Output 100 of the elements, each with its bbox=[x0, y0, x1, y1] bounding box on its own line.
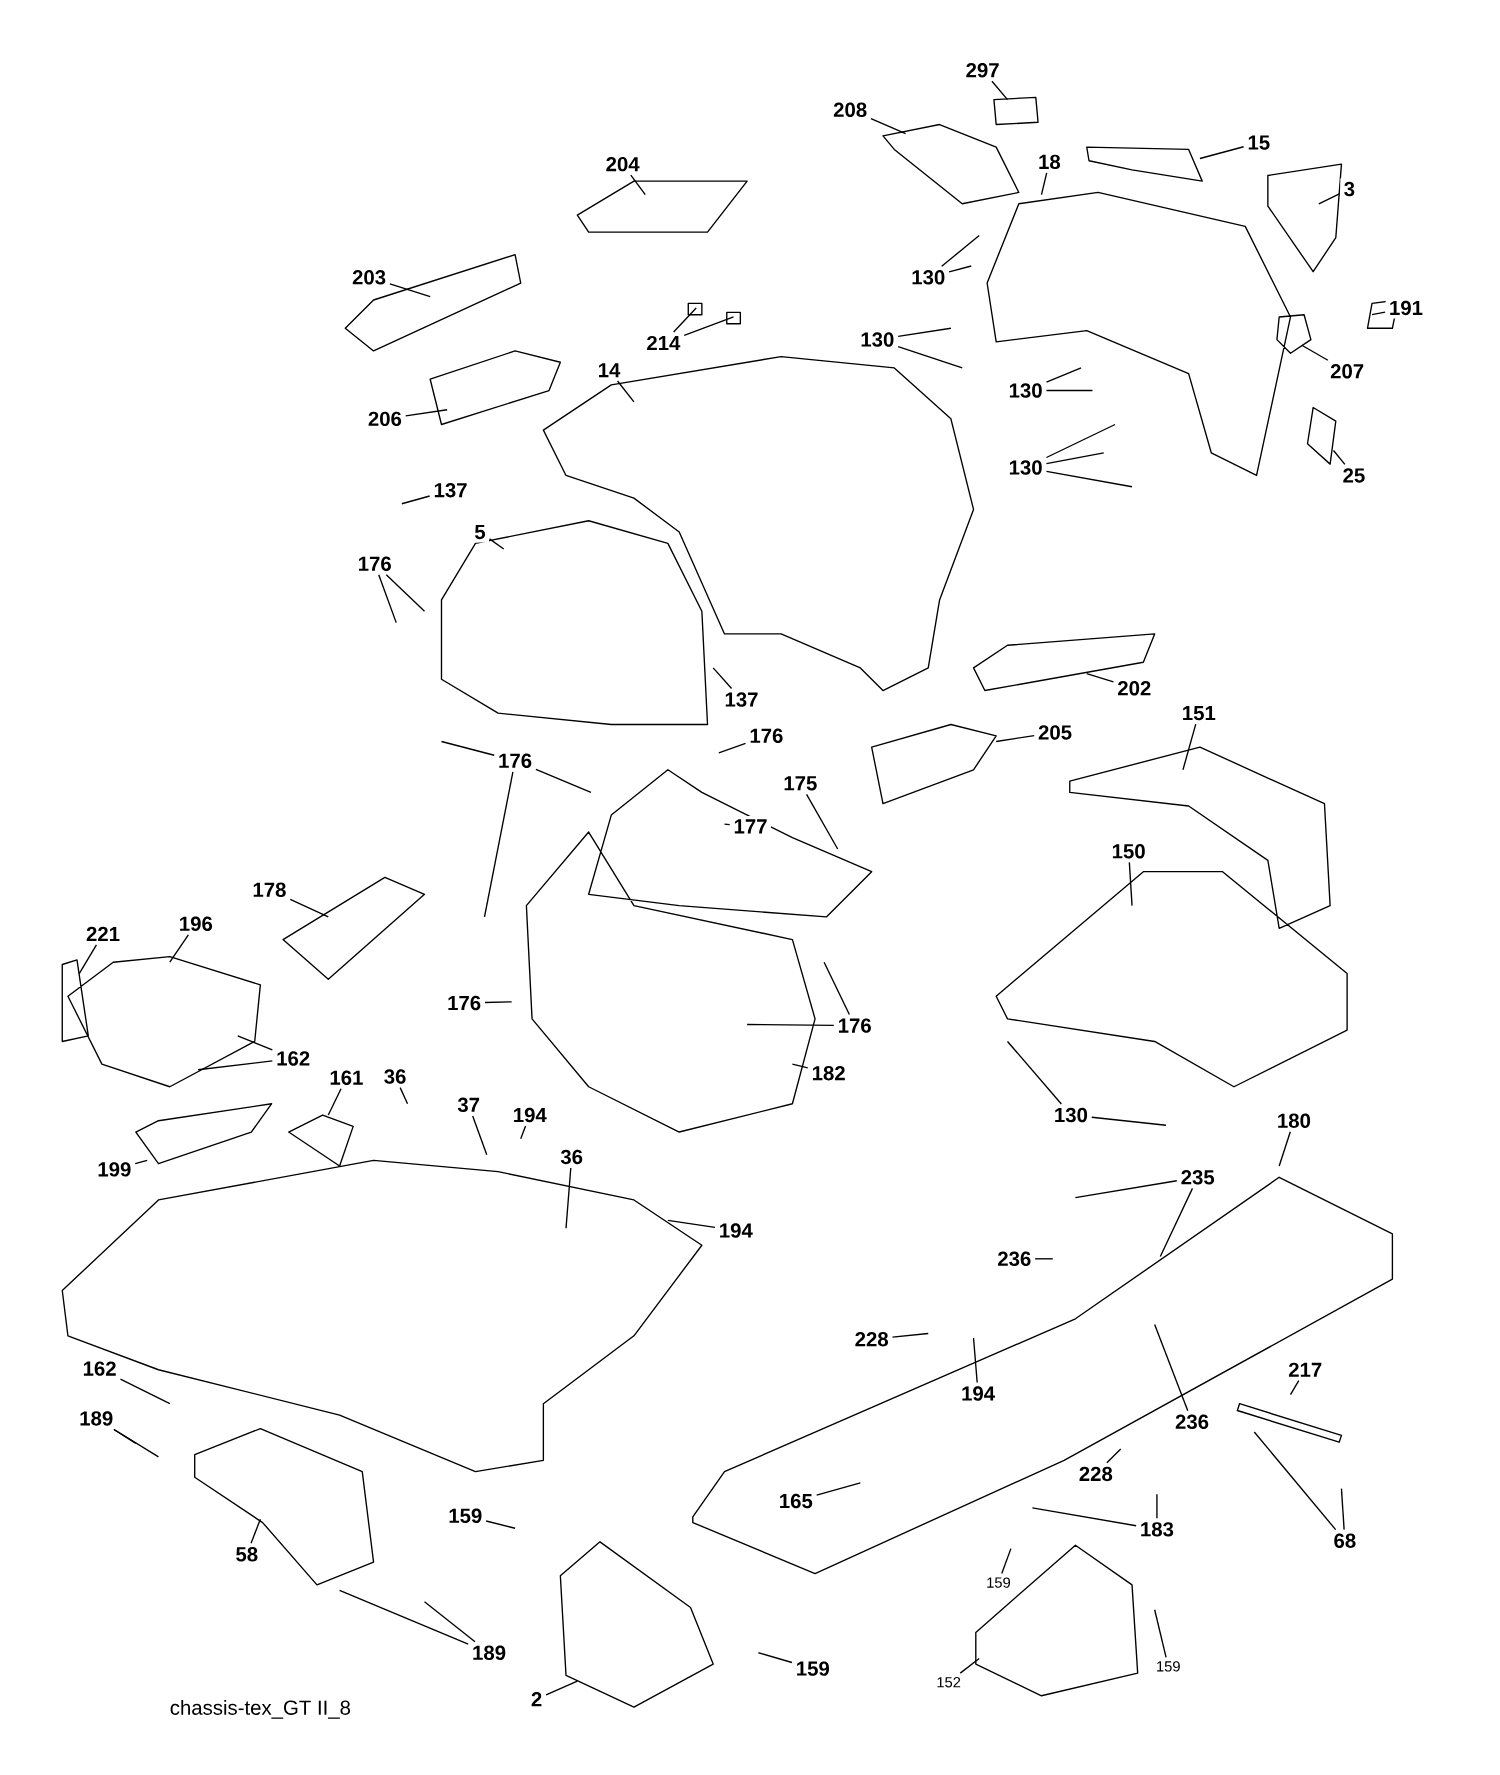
callout-number: 297 bbox=[962, 59, 1004, 81]
callout-number: 137 bbox=[430, 479, 471, 501]
leader-line bbox=[972, 1337, 978, 1384]
callout-number: 3 bbox=[1340, 178, 1359, 200]
leader-line bbox=[816, 1482, 862, 1496]
callout-number: 159 bbox=[982, 1573, 1015, 1592]
leader-line bbox=[1278, 1131, 1292, 1167]
leader-line bbox=[113, 1428, 160, 1458]
callout-number: 214 bbox=[643, 332, 684, 354]
leader-line bbox=[823, 961, 851, 1016]
callout-number: 68 bbox=[1330, 1530, 1360, 1552]
callout-number: 36 bbox=[557, 1146, 587, 1168]
leader-line bbox=[941, 234, 980, 267]
leader-line bbox=[565, 1167, 572, 1229]
callout-number: 177 bbox=[730, 816, 771, 837]
leader-line bbox=[1045, 470, 1133, 488]
leader-line bbox=[327, 1088, 342, 1116]
leader-line bbox=[616, 380, 635, 403]
leader-line bbox=[683, 316, 735, 336]
leader-line bbox=[757, 1652, 793, 1664]
callout-number: 176 bbox=[494, 750, 536, 772]
callout-number: 204 bbox=[602, 153, 644, 175]
callout-number: 221 bbox=[82, 923, 124, 945]
leader-line bbox=[718, 742, 747, 754]
leader-line bbox=[169, 934, 190, 963]
leader-line bbox=[1332, 449, 1346, 466]
callout-number: 159 bbox=[792, 1658, 834, 1680]
leader-line bbox=[401, 495, 431, 505]
leader-line bbox=[440, 740, 495, 756]
leader-line bbox=[1289, 1380, 1300, 1396]
callout-number: 183 bbox=[1136, 1518, 1178, 1540]
callout-number: 199 bbox=[94, 1158, 135, 1180]
callout-number: 196 bbox=[175, 913, 217, 935]
leader-line bbox=[1154, 1323, 1189, 1412]
callout-number: 2 bbox=[527, 1688, 546, 1710]
leader-line bbox=[723, 823, 731, 826]
leader-line bbox=[1199, 146, 1245, 160]
callout-number: 150 bbox=[1108, 840, 1150, 862]
leader-line bbox=[197, 1060, 274, 1071]
callout-number: 5 bbox=[470, 521, 490, 543]
callout-number: 203 bbox=[348, 266, 390, 288]
drawing-code: chassis-tex_GT II_8 bbox=[170, 1699, 351, 1719]
callout-number: 37 bbox=[454, 1094, 484, 1116]
callout-number: 205 bbox=[1034, 721, 1076, 744]
callout-number: 217 bbox=[1284, 1359, 1326, 1381]
callout-number: 130 bbox=[1050, 1104, 1092, 1126]
leader-line bbox=[119, 1378, 171, 1405]
leader-line bbox=[1318, 192, 1341, 205]
callout-number: 176 bbox=[746, 725, 787, 747]
leader-line bbox=[1371, 311, 1386, 316]
leader-line bbox=[1154, 1609, 1167, 1658]
leader-line bbox=[870, 118, 907, 135]
callout-number: 202 bbox=[1113, 677, 1155, 699]
leader-line bbox=[959, 1657, 980, 1674]
leader-line bbox=[1128, 861, 1133, 907]
callout-number: 228 bbox=[1075, 1463, 1117, 1485]
leader-line bbox=[472, 1115, 488, 1156]
leader-line bbox=[250, 1518, 262, 1544]
leader-line bbox=[891, 1332, 929, 1338]
leader-line bbox=[1031, 1507, 1137, 1527]
callout-number: 236 bbox=[993, 1248, 1035, 1270]
callout-number: 15 bbox=[1244, 132, 1274, 154]
leader-line bbox=[991, 80, 1009, 101]
callout-number: 176 bbox=[354, 553, 396, 575]
leader-line bbox=[535, 768, 592, 794]
leader-line bbox=[78, 944, 98, 975]
leader-line bbox=[1045, 452, 1105, 465]
leader-line bbox=[673, 307, 697, 333]
callout-number: 207 bbox=[1326, 360, 1368, 382]
leader-line bbox=[399, 1086, 409, 1105]
leader-line bbox=[1301, 344, 1329, 361]
leader-line bbox=[488, 538, 505, 550]
callout-number: 130 bbox=[907, 266, 949, 288]
callout-number: 130 bbox=[1005, 456, 1047, 479]
callout-number: 151 bbox=[1178, 702, 1220, 724]
callout-number: 165 bbox=[775, 1490, 817, 1512]
callout-number: 161 bbox=[326, 1067, 367, 1089]
leader-line bbox=[405, 409, 448, 417]
leader-line bbox=[378, 574, 397, 624]
leader-line bbox=[423, 1601, 476, 1643]
callout-number: 178 bbox=[249, 879, 290, 901]
leader-line bbox=[338, 1589, 469, 1645]
callout-number: 130 bbox=[856, 329, 898, 351]
callout-number: 18 bbox=[1034, 151, 1065, 173]
callout-number: 152 bbox=[933, 1673, 965, 1691]
leader-line bbox=[1159, 1187, 1194, 1258]
leader-line bbox=[389, 283, 431, 298]
leader-line bbox=[1045, 389, 1094, 392]
leader-line bbox=[667, 1219, 716, 1229]
leader-line bbox=[545, 1680, 579, 1696]
callout-number: 236 bbox=[1171, 1411, 1213, 1433]
leader-line bbox=[712, 667, 733, 690]
leader-line bbox=[1001, 1547, 1012, 1575]
leader-line bbox=[630, 174, 646, 196]
callout-number: 36 bbox=[380, 1065, 410, 1088]
leader-line bbox=[1074, 1180, 1178, 1199]
callout-number: 235 bbox=[1177, 1166, 1219, 1188]
callout-number: 206 bbox=[364, 408, 406, 430]
leader-line bbox=[1034, 1258, 1054, 1260]
leader-line bbox=[746, 1023, 835, 1027]
